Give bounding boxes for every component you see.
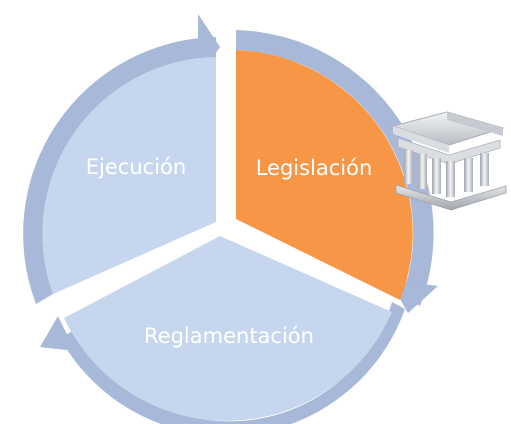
label-ejecucion: Ejecución [86, 155, 186, 179]
label-reglamentacion: Reglamentación [144, 324, 314, 348]
segment-reglamentacion [64, 236, 392, 421]
arrow-top-left [23, 37, 217, 304]
classical-building-icon [391, 111, 507, 211]
arrow-right [236, 30, 434, 306]
arrowhead-bottom [40, 316, 75, 351]
cycle-segments [42, 50, 413, 421]
label-legislacion: Legislación [256, 156, 373, 180]
segment-ejecucion [42, 57, 216, 294]
segment-legislacion [236, 50, 413, 300]
